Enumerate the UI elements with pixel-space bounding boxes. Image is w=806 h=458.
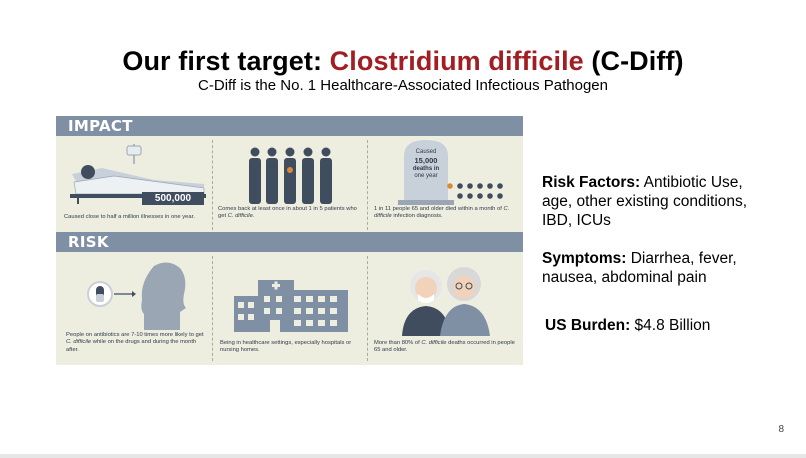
risk-band: RISK	[56, 232, 523, 252]
impact-caption-2: Comes back at least once in about 1 in 5…	[218, 206, 357, 220]
pill-person-icon	[87, 262, 186, 330]
elderly-couple-icon	[402, 267, 490, 336]
population-dots	[447, 183, 503, 199]
slide-subtitle: C-Diff is the No. 1 Healthcare-Associate…	[198, 77, 608, 94]
risk-factors-line-3: IBD, ICUs	[542, 212, 611, 229]
risk-header: RISK	[68, 233, 109, 251]
risk-caption-3: More than 80% of C. difficile deaths occ…	[374, 340, 515, 354]
symptoms-line-1: Symptoms: Diarrhea, fever,	[542, 250, 737, 267]
risk-caption-1: People on antibiotics are 7-10 times mor…	[66, 332, 204, 353]
title-suffix: (C-Diff)	[583, 46, 684, 76]
slide-bottom-edge	[0, 454, 806, 458]
slide-title: Our first target: Clostridium difficile …	[0, 46, 806, 77]
impact-caption-1: Caused close to half a million illnesses…	[64, 214, 195, 220]
title-accent: Clostridium difficile	[329, 46, 584, 76]
cdc-infographic: IMPACT RISK 500,000 Caused close to half…	[56, 116, 523, 365]
gravestone-line-1: Caused	[415, 149, 437, 155]
panel-divider	[367, 256, 368, 361]
gravestone-line-3: deaths in	[412, 166, 440, 172]
panel-divider	[212, 256, 213, 361]
hospital-building-icon	[234, 280, 348, 332]
panel-divider	[212, 140, 213, 230]
symptoms-label: Symptoms:	[542, 250, 627, 267]
hospital-bed-icon	[70, 144, 206, 204]
risk-factors-line-1: Risk Factors: Antibiotic Use,	[542, 174, 743, 191]
people-group-icon	[249, 147, 332, 204]
impact-caption-3: 1 in 11 people 65 and older died within …	[374, 206, 510, 220]
impact-stat: 500,000	[142, 192, 204, 205]
risk-factors-label: Risk Factors:	[542, 174, 641, 191]
impact-band: IMPACT	[56, 116, 523, 136]
page-number: 8	[778, 424, 784, 435]
risk-caption-2: Being in healthcare settings, especially…	[220, 340, 352, 354]
gravestone-line-4: one year	[414, 173, 438, 179]
impact-header: IMPACT	[68, 117, 133, 135]
us-burden-label: US Burden:	[545, 317, 631, 334]
risk-factors-line-2: age, other existing conditions,	[542, 193, 748, 210]
title-prefix: Our first target:	[122, 46, 330, 76]
symptoms-line-2: nausea, abdominal pain	[542, 269, 707, 286]
us-burden-line: US Burden: $4.8 Billion	[545, 317, 711, 334]
panel-divider	[367, 140, 368, 230]
gravestone-line-2: 15,000	[414, 156, 438, 165]
gravestone-icon	[398, 140, 454, 205]
